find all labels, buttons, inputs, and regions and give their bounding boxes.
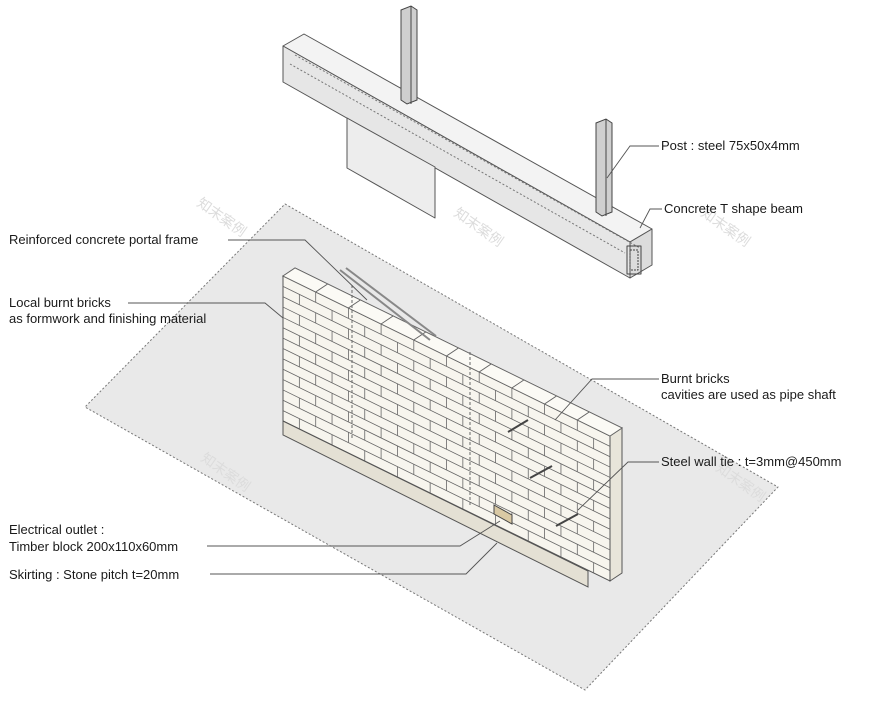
electrical-outlet — [493, 504, 513, 525]
bricks-label-line1: Local burnt bricks — [9, 295, 111, 310]
wall-ties — [507, 419, 579, 527]
skirting-label: Skirting : Stone pitch t=20mm — [9, 567, 180, 582]
steel-post-right — [595, 118, 613, 217]
leader-line — [128, 302, 284, 319]
wall-end-face — [609, 427, 623, 582]
wall-tie — [529, 465, 553, 479]
bricks-label-line2: as formwork and finishing material — [9, 311, 207, 326]
outlet-label-line1: Electrical outlet : — [9, 522, 105, 537]
leader-line — [606, 145, 659, 179]
leader-lines — [128, 145, 662, 575]
leader-line — [554, 378, 659, 421]
leader-line — [207, 520, 501, 547]
leader-line — [210, 542, 498, 575]
brick-course-line — [282, 389, 611, 551]
watermark-text: 知末案例 — [194, 194, 249, 239]
brick-wall — [281, 267, 624, 588]
shaft-label-line2: cavities are used as pipe shaft — [661, 387, 836, 402]
beam-label: Concrete T shape beam — [664, 201, 803, 216]
leader-line — [228, 239, 368, 301]
shaft-label-line1: Burnt bricks — [661, 371, 730, 386]
leader-line — [577, 461, 659, 511]
wall-tie — [507, 419, 529, 433]
brick-course-line — [282, 410, 611, 572]
brick-cap — [576, 411, 623, 437]
concrete-t-beam — [282, 33, 653, 279]
skirting-stone — [282, 420, 589, 588]
brick-course-line — [282, 379, 611, 540]
steel-post-left — [400, 5, 418, 105]
post-label: Post : steel 75x50x4mm — [661, 138, 800, 153]
leader-line — [639, 208, 662, 229]
portal-label: Reinforced concrete portal frame — [9, 232, 199, 247]
wall-tie-label: Steel wall tie : t=3mm@450mm — [661, 454, 842, 469]
wall-tie — [555, 513, 579, 527]
brick-course-line — [282, 358, 611, 520]
watermark-text: 知末案例 — [451, 204, 506, 249]
portal-frame — [339, 267, 471, 505]
outlet-label-line2: Timber block 200x110x60mm — [9, 539, 179, 554]
